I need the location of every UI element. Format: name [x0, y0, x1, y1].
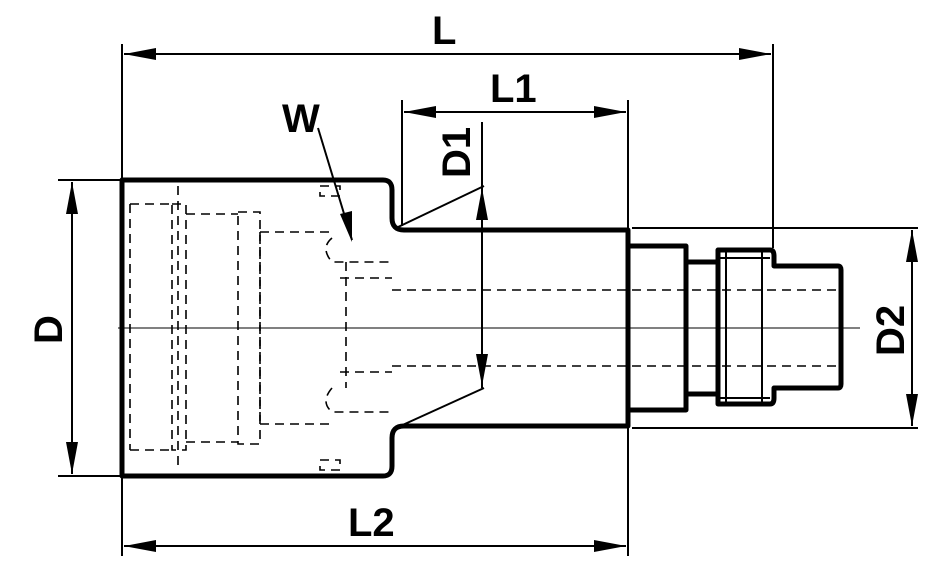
label-L2: L2	[348, 501, 395, 545]
dimension-lines	[58, 44, 918, 556]
label-D2: D2	[869, 305, 913, 356]
label-L: L	[432, 9, 456, 53]
label-W: W	[282, 97, 320, 141]
plug-shoulder	[715, 247, 844, 407]
label-D: D	[27, 315, 71, 344]
dimension-labels: L L1 L2 W D D1 D2	[27, 9, 913, 545]
label-L1: L1	[490, 67, 537, 111]
label-D1: D1	[435, 127, 479, 178]
